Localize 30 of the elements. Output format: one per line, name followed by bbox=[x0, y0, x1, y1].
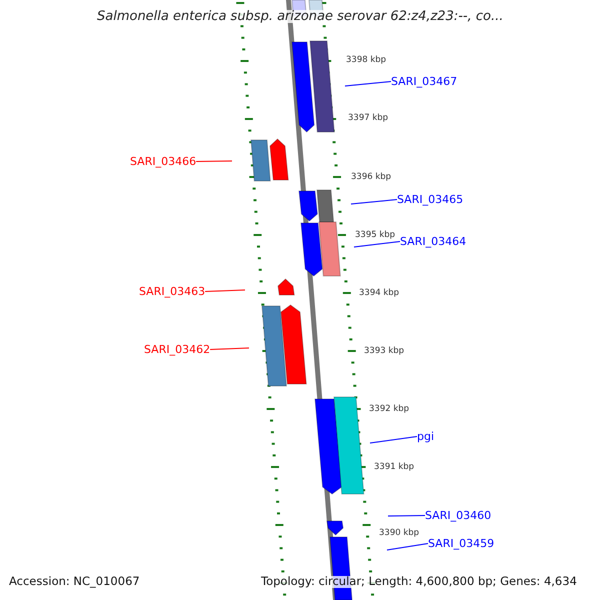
leader-line bbox=[370, 436, 418, 444]
scale-label: 3394 kbp bbox=[359, 289, 400, 298]
leader-line bbox=[196, 160, 232, 162]
gene-label: SARI_03462 bbox=[144, 344, 210, 355]
gene-label: SARI_03463 bbox=[139, 286, 206, 297]
leader-line bbox=[350, 199, 398, 204]
gene-label: SARI_03465 bbox=[397, 194, 464, 205]
gene-label: SARI_03460 bbox=[425, 510, 492, 521]
leader-line bbox=[344, 81, 392, 86]
scale-label: 3392 kbp bbox=[369, 405, 410, 414]
genome-info-text: Topology: circular; Length: 4,600,800 bp; Genes: 4,634 bbox=[261, 576, 577, 588]
gene-label: SARI_03464 bbox=[400, 236, 466, 247]
leader-line bbox=[204, 290, 246, 292]
scale-label: 3390 kbp bbox=[379, 529, 420, 538]
scale-label: 3395 kbp bbox=[355, 231, 396, 240]
scale-label: 3396 kbp bbox=[351, 173, 392, 182]
gene-label: pgi bbox=[417, 431, 434, 442]
scale-label: 3398 kbp bbox=[346, 56, 386, 64]
gene-label: SARI_03467 bbox=[391, 76, 458, 87]
leader-line bbox=[388, 515, 426, 516]
leader-line bbox=[210, 348, 250, 350]
scale-label: 3397 kbp bbox=[348, 114, 388, 122]
gene-label: SARI_03459 bbox=[428, 538, 494, 549]
gene-label: SARI_03466 bbox=[130, 156, 196, 167]
accession-text: Accession: NC_010067 bbox=[9, 576, 140, 588]
leader-line bbox=[386, 543, 428, 550]
scale-label: 3393 kbp bbox=[364, 347, 404, 356]
scale-label: 3391 kbp bbox=[374, 463, 414, 472]
title: Salmonella enterica subsp. arizonae serovar 62:z4,z23:--, co... bbox=[97, 10, 504, 23]
leader-line bbox=[354, 241, 400, 248]
